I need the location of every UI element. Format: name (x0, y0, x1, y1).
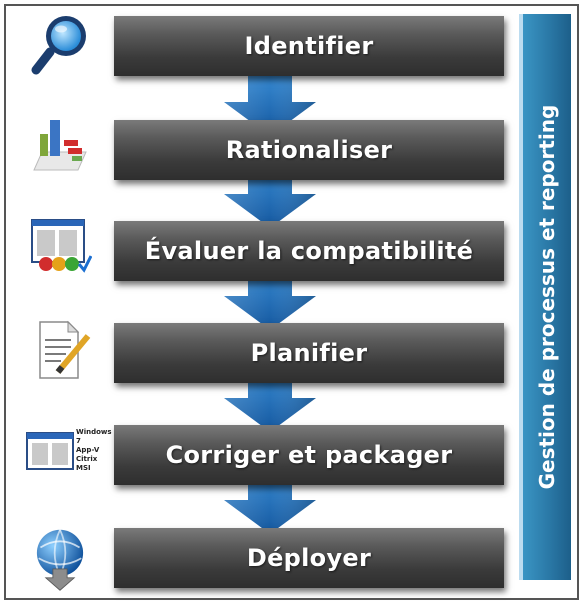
down-arrow-icon (224, 364, 316, 432)
down-arrow-icon (224, 262, 316, 330)
step-label: Corriger et packager (165, 441, 453, 469)
bar-chart-icon (33, 120, 87, 171)
step-label: Évaluer la compatibilité (144, 237, 474, 265)
window-icon (26, 432, 74, 470)
down-arrow-icon (224, 68, 316, 136)
step-rationaliser: Rationaliser (114, 120, 504, 180)
step-evaluer-compatibilite: Évaluer la compatibilité (114, 221, 504, 281)
package-formats: Windows 7 App-V Citrix MSI (76, 428, 116, 473)
step-corriger-packager: Corriger et packager (114, 425, 504, 485)
format-label: Windows 7 (76, 428, 112, 445)
package-window-icon: Windows 7 App-V Citrix MSI (26, 424, 116, 484)
step-label: Rationaliser (225, 136, 393, 164)
magnifier-icon (31, 16, 86, 75)
step-identifier: Identifier (114, 16, 504, 76)
document-pencil-icon (39, 320, 91, 379)
step-label: Déployer (246, 544, 372, 572)
step-label: Identifier (244, 32, 374, 60)
format-label: MSI (76, 464, 91, 472)
step-label: Planifier (250, 339, 368, 367)
globe-download-icon (36, 529, 84, 591)
side-panel: Gestion de processus et reporting (519, 14, 571, 580)
format-label: App-V (76, 446, 100, 454)
side-panel-label: Gestion de processus et reporting (535, 104, 559, 490)
format-label: Citrix (76, 455, 98, 463)
down-arrow-icon (224, 466, 316, 534)
compatibility-window-icon (31, 219, 92, 273)
step-deployer: Déployer (114, 528, 504, 588)
down-arrow-icon (224, 160, 316, 228)
step-planifier: Planifier (114, 323, 504, 383)
